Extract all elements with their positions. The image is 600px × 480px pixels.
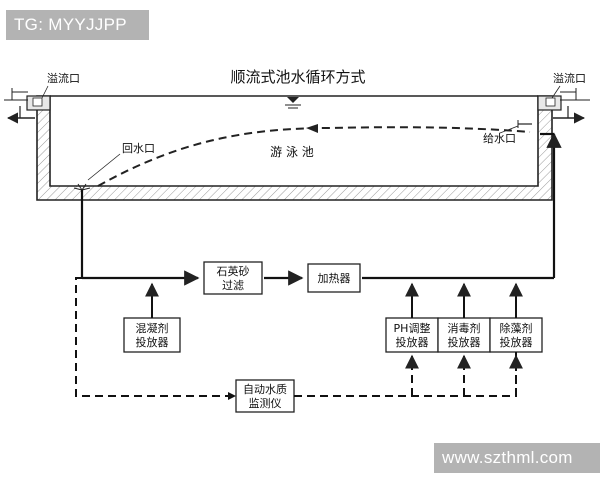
supply-inlet-label: 给水口 — [483, 132, 516, 145]
algaecide-line-2: 投放器 — [500, 335, 533, 349]
ph-line-1: PH调整 — [394, 321, 431, 335]
monitor-line-1: 自动水质 — [243, 383, 287, 396]
flow-direction-arrow — [306, 124, 318, 133]
heater-box: 加热器 — [307, 263, 361, 293]
monitor-signal-lines — [75, 277, 523, 397]
overflow-label-right: 溢流口 — [553, 71, 586, 85]
supply-inlet-icon — [517, 120, 532, 128]
heater-label: 加热器 — [318, 272, 351, 285]
monitor-line-2: 监测仪 — [249, 397, 282, 410]
algaecide-line-1: 除藻剂 — [500, 321, 533, 335]
ph-line-2: 投放器 — [396, 335, 429, 349]
left-overflow-gutter — [4, 88, 51, 124]
disinfectant-dosing-box: 消毒剂 投放器 — [437, 317, 491, 353]
coagulant-line-2: 投放器 — [136, 335, 169, 349]
overflow-label-left: 溢流口 — [47, 71, 80, 85]
quartz-filter-line-1: 石英砂 — [217, 264, 250, 278]
quartz-sand-filter-box: 石英砂 过滤 — [203, 261, 263, 295]
watermark-top-left: TG: MYYJJPP — [6, 10, 149, 40]
coagulant-line-1: 混凝剂 — [136, 321, 169, 335]
right-overflow-gutter — [537, 88, 590, 124]
water-level-icon — [285, 97, 301, 109]
monitor-input-arrow — [228, 392, 236, 400]
ph-dosing-box: PH调整 投放器 — [385, 317, 439, 353]
dosing-arrows — [405, 282, 523, 318]
quartz-filter-line-2: 过滤 — [222, 279, 244, 292]
diagram-title: 顺流式池水循环方式 — [230, 68, 365, 86]
water-quality-monitor-box: 自动水质 监测仪 — [235, 379, 295, 413]
return-outlet-label: 回水口 — [122, 142, 155, 155]
disinfectant-line-2: 投放器 — [448, 335, 481, 349]
main-pipe — [80, 132, 562, 286]
pool-label: 游 泳 池 — [270, 145, 314, 159]
disinfectant-line-1: 消毒剂 — [448, 321, 481, 335]
algaecide-dosing-box: 除藻剂 投放器 — [489, 317, 543, 353]
pool-flow-arc — [97, 126, 531, 187]
watermark-bottom-right: www.szthml.com — [434, 443, 600, 473]
coagulant-dosing-box: 混凝剂 投放器 — [123, 317, 181, 353]
